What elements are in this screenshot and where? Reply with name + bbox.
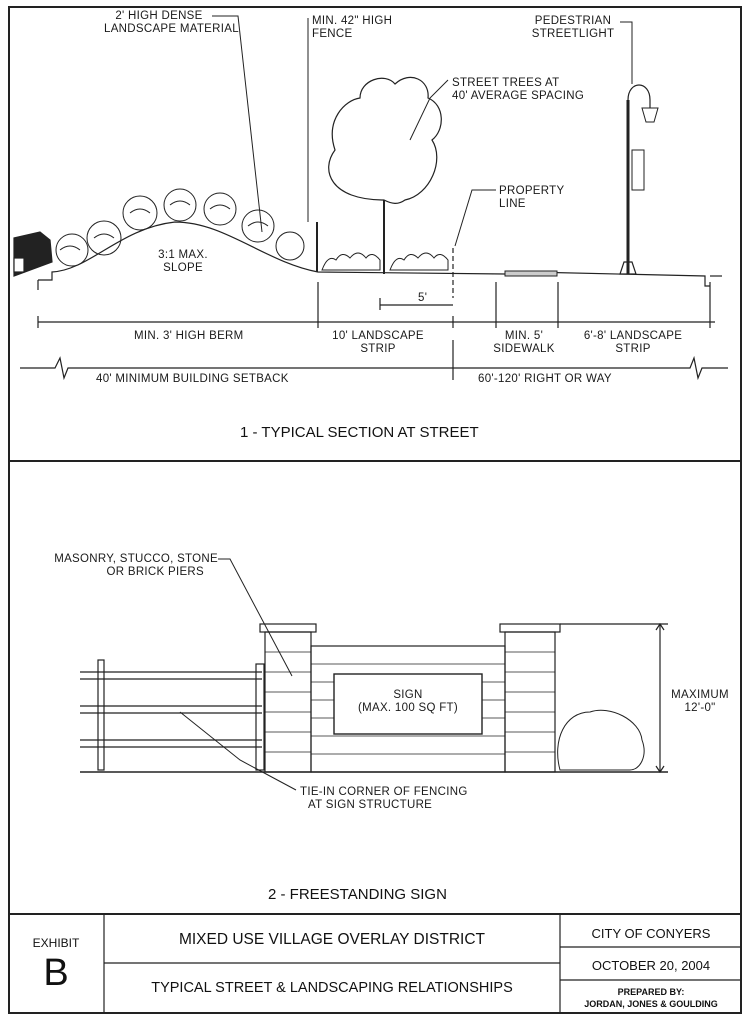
label-landscape-strip-6-8: 6'-8' LANDSCAPE STRIP bbox=[568, 330, 698, 356]
section1-caption: 1 - TYPICAL SECTION AT STREET bbox=[240, 424, 479, 441]
exhibit-letter: B bbox=[43, 952, 69, 994]
label-line: STREET TREES AT bbox=[452, 77, 560, 89]
label-setback: 40' MINIMUM BUILDING SETBACK bbox=[96, 373, 289, 385]
label-line: MIN. 5' bbox=[504, 330, 544, 342]
label-fence: MIN. 42" HIGH FENCE bbox=[312, 15, 392, 41]
label-line: 3:1 MAX. bbox=[158, 249, 208, 261]
firm-name: JORDAN, JONES & GOULDING bbox=[584, 999, 718, 1009]
label-line: 40' AVERAGE SPACING bbox=[452, 90, 585, 102]
label-line: MAXIMUM bbox=[671, 689, 729, 701]
label-line: (MAX. 100 SQ FT) bbox=[357, 702, 458, 714]
label-maximum-height: MAXIMUM 12'-0" bbox=[665, 689, 735, 715]
label-right-of-way: 60'-120' RIGHT OR WAY bbox=[478, 373, 612, 385]
label-line: MASONRY, STUCCO, STONE bbox=[54, 553, 218, 565]
label-line: STRIP bbox=[360, 343, 396, 355]
label-line: 6'-8' LANDSCAPE bbox=[583, 330, 683, 342]
exhibit-label: EXHIBIT bbox=[32, 936, 80, 950]
label-line: SIGN bbox=[393, 689, 423, 701]
label-berm: MIN. 3' HIGH BERM bbox=[134, 330, 244, 342]
label-line: MIN. 42" HIGH bbox=[312, 15, 393, 27]
label-line: LINE bbox=[499, 198, 526, 210]
prepared-by-label: PREPARED BY: bbox=[617, 987, 685, 997]
exhibit-sheet bbox=[8, 6, 742, 1014]
label-five-ft: 5' bbox=[418, 292, 428, 304]
label-line: STREETLIGHT bbox=[531, 28, 615, 40]
label-street-trees: STREET TREES AT 40' AVERAGE SPACING bbox=[452, 77, 584, 103]
label-line: 10' LANDSCAPE bbox=[332, 330, 424, 342]
label-slope: 3:1 MAX. SLOPE bbox=[148, 249, 218, 275]
fence bbox=[80, 659, 265, 771]
label-line: SIDEWALK bbox=[493, 343, 555, 355]
label-landscape-material: 2' HIGH DENSE LANDSCAPE MATERIAL bbox=[104, 10, 239, 36]
label-line: PEDESTRIAN bbox=[534, 15, 612, 27]
drawing-date: OCTOBER 20, 2004 bbox=[591, 958, 711, 973]
parked-car bbox=[13, 231, 53, 277]
label-line: OR BRICK PIERS bbox=[106, 566, 204, 578]
drawing-subtitle: TYPICAL STREET & LANDSCAPING RELATIONSHI… bbox=[151, 980, 513, 996]
city-name: CITY OF CONYERS bbox=[591, 926, 711, 941]
sign-panel bbox=[333, 673, 483, 735]
pedestrian-streetlight bbox=[619, 84, 659, 275]
label-line: AT SIGN STRUCTURE bbox=[308, 799, 433, 811]
label-line: SLOPE bbox=[163, 262, 203, 274]
label-sidewalk: MIN. 5' SIDEWALK bbox=[490, 330, 558, 356]
label-line: STRIP bbox=[615, 343, 651, 355]
label-line: LANDSCAPE MATERIAL bbox=[104, 23, 239, 35]
label-line: FENCE bbox=[312, 28, 353, 40]
section2-caption: 2 - FREESTANDING SIGN bbox=[268, 886, 447, 903]
drawing-title: MIXED USE VILLAGE OVERLAY DISTRICT bbox=[178, 931, 486, 948]
street-tree bbox=[328, 76, 442, 274]
label-property-line: PROPERTY LINE bbox=[499, 185, 564, 211]
label-line: 2' HIGH DENSE bbox=[115, 10, 203, 22]
label-line: 12'-0" bbox=[684, 702, 716, 714]
label-line: TIE-IN CORNER OF FENCING bbox=[300, 786, 468, 798]
label-streetlight: PEDESTRIAN STREETLIGHT bbox=[520, 15, 626, 41]
label-line: PROPERTY bbox=[499, 185, 565, 197]
label-piers: MASONRY, STUCCO, STONE OR BRICK PIERS bbox=[38, 553, 218, 579]
label-tie-in: TIE-IN CORNER OF FENCING AT SIGN STRUCTU… bbox=[300, 786, 468, 812]
berm-shrubs bbox=[55, 188, 305, 267]
label-landscape-strip-10: 10' LANDSCAPE STRIP bbox=[322, 330, 434, 356]
label-sign: SIGN (MAX. 100 SQ FT) bbox=[338, 689, 478, 715]
